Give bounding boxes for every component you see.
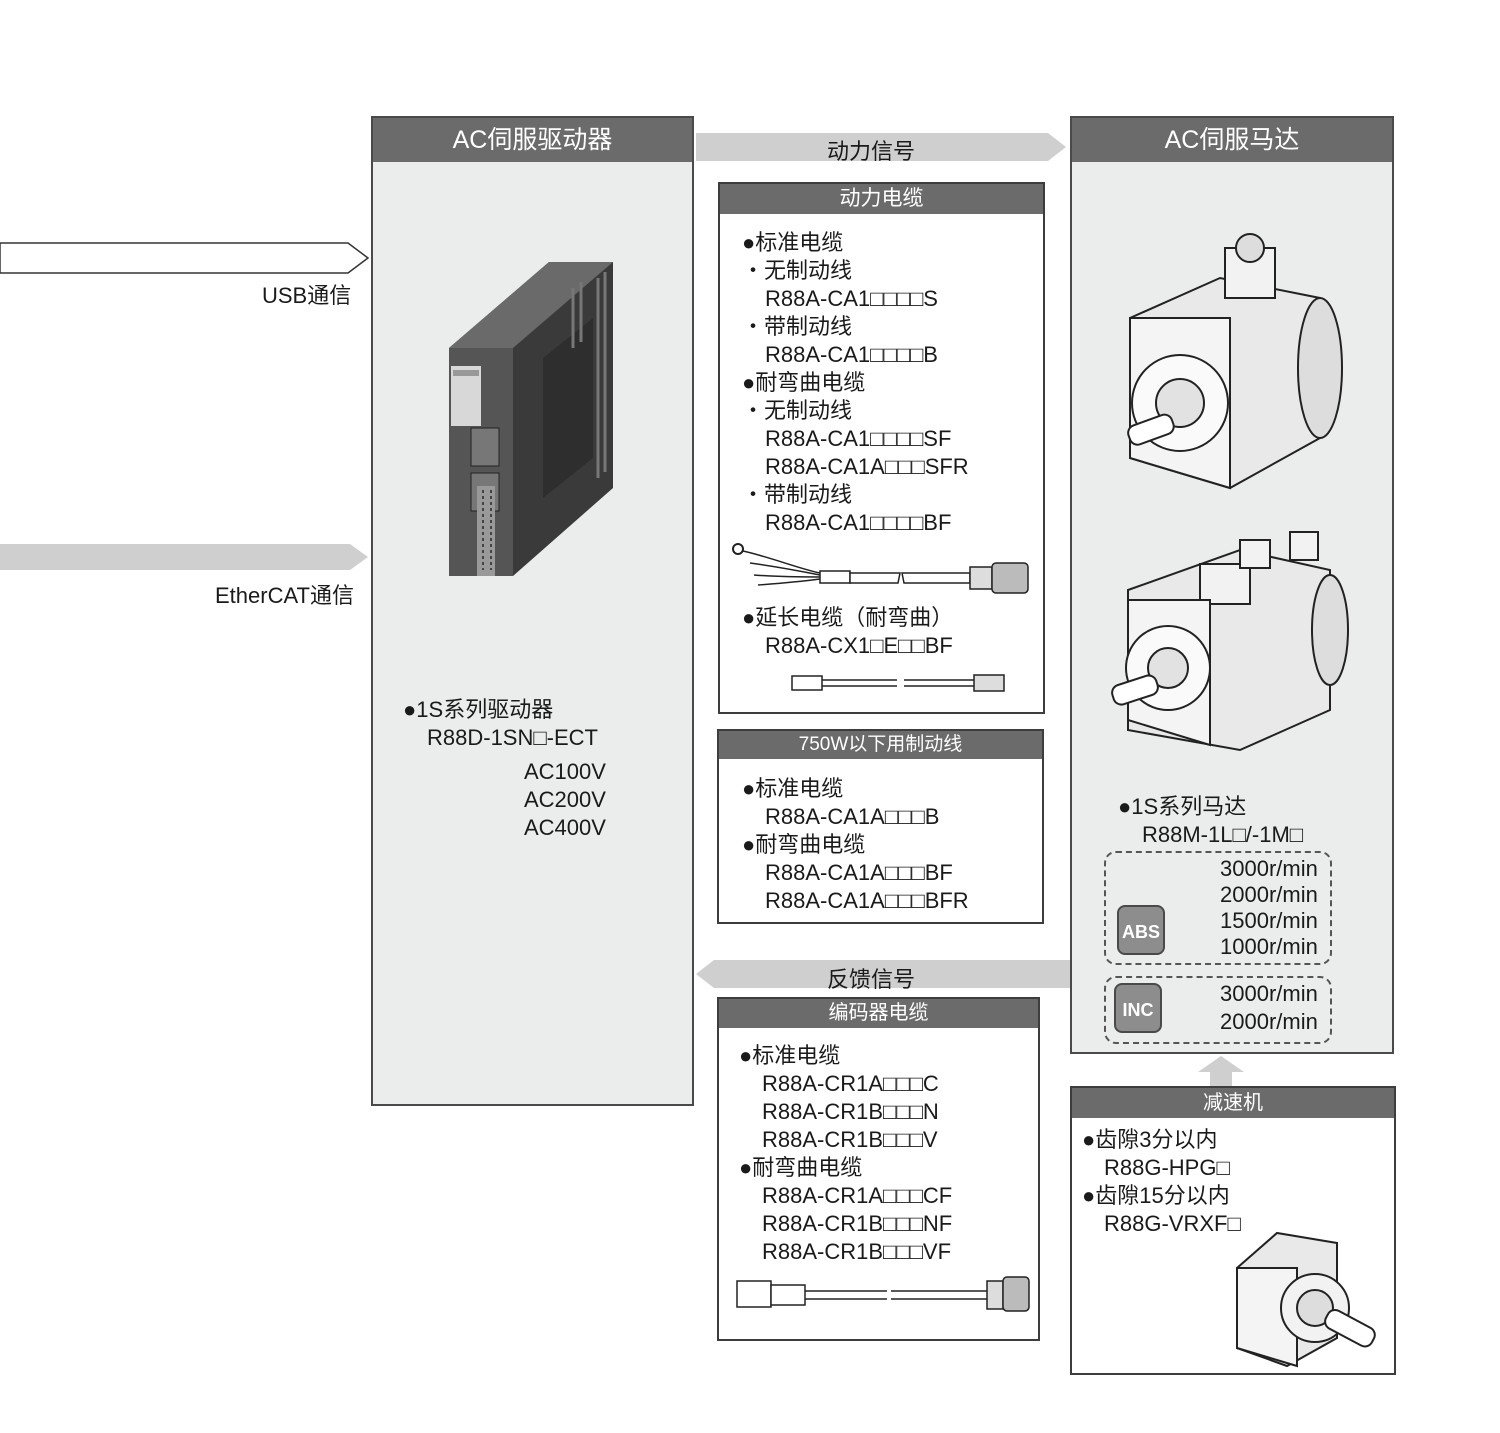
power-line-2: ・无制动线 [742,258,853,283]
brake-cable-box: 750W以下用制动线 ●标准电缆 R88A-CA1A□□□B ●耐弯曲电缆 R8… [717,729,1044,924]
encoder-line-8: R88A-CR1B□□□VF [762,1239,952,1264]
abs-badge: ABS [1117,905,1165,955]
driver-series: ●1S系列驱动器 [403,697,554,722]
brake-line-4: R88A-CA1A□□□BF [765,860,953,885]
encoder-cable-title: 编码器电缆 [719,999,1038,1028]
abs-speed-4: 1000r/min [1220,934,1318,959]
encoder-cable-image [736,1276,1030,1312]
servo-motor-image-1 [1127,233,1343,490]
driver-model: R88D-1SN□-ECT [427,725,598,750]
motor-panel: AC伺服马达 ●1S系列马达 R88M-1L□/-1M□ ABS 3000r/m… [1070,116,1394,1054]
driver-panel: AC伺服驱动器 ●1S系列驱动器 R88D-1SN□-ECT AC100V AC… [371,116,694,1106]
encoder-line-2: R88A-CR1A□□□C [762,1071,939,1096]
motor-model: R88M-1L□/-1M□ [1142,822,1304,847]
brake-line-1: ●标准电缆 [742,776,844,801]
abs-speed-3: 1500r/min [1220,908,1318,933]
reducer-line-4: R88G-VRXF□ [1104,1211,1241,1236]
power-line-10: ・带制动线 [742,482,853,507]
usb-arrow [0,242,370,274]
feedback-signal-arrow [696,960,1070,988]
driver-title: AC伺服驱动器 [373,118,692,162]
encoder-line-4: R88A-CR1B□□□V [762,1127,938,1152]
driver-voltage-2: AC200V [524,787,606,812]
servo-drive-image [449,262,613,576]
reducer-title: 减速机 [1072,1088,1394,1118]
power-line-7: ・无制动线 [742,398,853,423]
power-cable-image [732,543,1029,594]
brake-line-2: R88A-CA1A□□□B [765,804,940,829]
power-line-3: R88A-CA1□□□□S [765,286,938,311]
encoder-line-7: R88A-CR1B□□□NF [762,1211,953,1236]
power-line-8: R88A-CA1□□□□SF [765,426,952,451]
usb-label: USB通信 [262,283,352,308]
reducer-line-2: R88G-HPG□ [1104,1155,1230,1180]
brake-cable-title: 750W以下用制动线 [719,731,1042,759]
abs-group [1104,851,1332,965]
motor-series: ●1S系列马达 [1118,794,1247,819]
ext-line-2: R88A-CX1□E□□BF [765,633,953,658]
inc-speed-1: 3000r/min [1220,981,1318,1006]
encoder-line-6: R88A-CR1A□□□CF [762,1183,953,1208]
power-line-9: R88A-CA1A□□□SFR [765,454,969,479]
inc-speed-2: 2000r/min [1220,1009,1318,1034]
power-line-5: R88A-CA1□□□□B [765,342,938,367]
encoder-line-5: ●耐弯曲电缆 [739,1155,863,1180]
reducer-up-arrow [1198,1056,1244,1088]
encoder-line-1: ●标准电缆 [739,1043,841,1068]
driver-voltage-1: AC100V [524,759,606,784]
encoder-cable-box: 编码器电缆 ●标准电缆 R88A-CR1A□□□C R88A-CR1B□□□N … [717,997,1040,1341]
power-line-11: R88A-CA1□□□□BF [765,510,952,535]
brake-line-3: ●耐弯曲电缆 [742,832,866,857]
driver-voltage-3: AC400V [524,815,606,840]
ext-line-1: ●延长电缆（耐弯曲） [742,605,954,630]
power-line-6: ●耐弯曲电缆 [742,370,866,395]
power-line-4: ・带制动线 [742,314,853,339]
servo-motor-image-2 [1111,531,1349,752]
power-cable-title: 动力电缆 [720,184,1043,214]
encoder-line-3: R88A-CR1B□□□N [762,1099,939,1124]
power-signal-arrow [696,133,1066,161]
extension-cable-image [791,674,1005,692]
reducer-box: 减速机 ●齿隙3分以内 R88G-HPG□ ●齿隙15分以内 R88G-VRXF… [1070,1086,1396,1375]
power-line-1: ●标准电缆 [742,230,844,255]
ethercat-arrow [0,544,368,570]
feedback-signal-label: 反馈信号 [827,967,916,992]
reducer-line-1: ●齿隙3分以内 [1082,1127,1218,1152]
power-cable-box: 动力电缆 ●标准电缆 ・无制动线 R88A-CA1□□□□S ・带制动线 R88… [718,182,1045,714]
ethercat-label: EtherCAT通信 [215,583,354,608]
power-signal-label: 动力信号 [827,139,916,164]
reducer-line-3: ●齿隙15分以内 [1082,1183,1230,1208]
motor-title: AC伺服马达 [1072,118,1392,162]
inc-group [1104,976,1332,1044]
abs-speed-1: 3000r/min [1220,856,1318,881]
inc-badge: INC [1114,983,1162,1033]
reducer-image [1236,1231,1376,1368]
abs-speed-2: 2000r/min [1220,882,1318,907]
brake-line-5: R88A-CA1A□□□BFR [765,888,969,913]
